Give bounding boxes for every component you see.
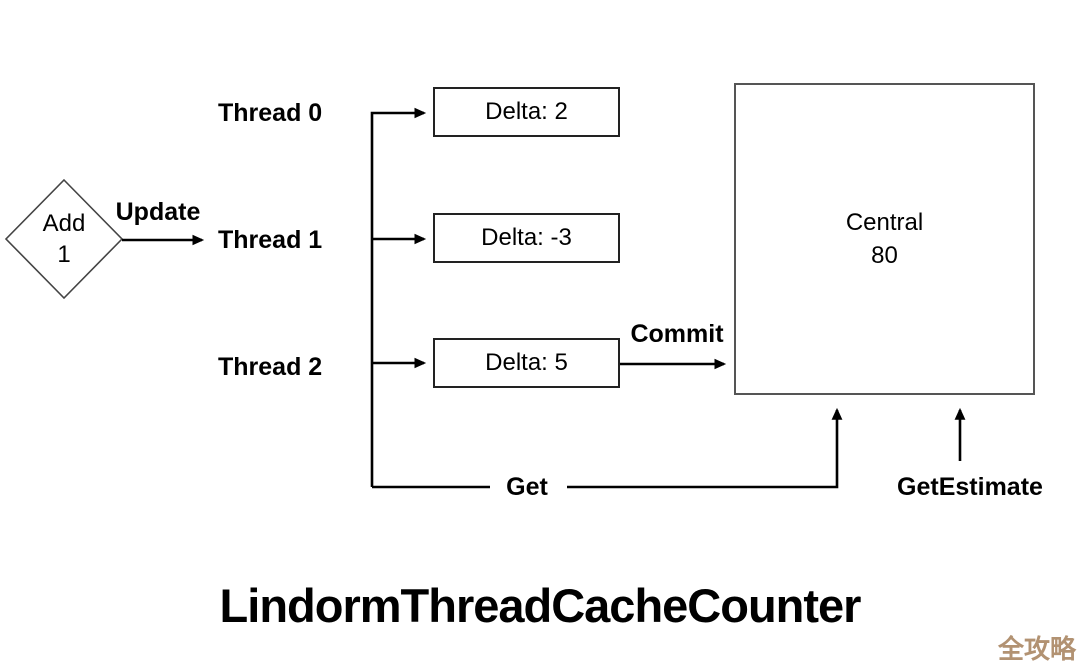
add-node-line1: Add: [42, 210, 86, 237]
central-value: 80: [871, 242, 898, 269]
add-node-line2: 1: [57, 241, 71, 268]
get-label: Get: [506, 473, 548, 501]
get-estimate-label: GetEstimate: [897, 473, 1043, 501]
delta-value-thread2: Delta: 5: [485, 349, 568, 376]
delta-box-thread2: Delta: 5: [433, 338, 620, 388]
delta-value-thread1: Delta: -3: [481, 224, 572, 251]
delta-value-thread0: Delta: 2: [485, 98, 568, 125]
delta-box-thread0: Delta: 2: [433, 87, 620, 137]
get-arrow: [567, 407, 843, 489]
diagram-title: LindormThreadCacheCounter: [219, 579, 862, 632]
add-node: Add 1: [22, 208, 106, 270]
commit-label: Commit: [630, 320, 724, 348]
add-diamond-shape: [4, 178, 124, 300]
central-label: Central: [845, 209, 924, 236]
central-box: Central 80: [734, 83, 1035, 395]
watermark-text: 全攻略: [997, 634, 1076, 664]
thread-2-label: Thread 2: [218, 353, 323, 381]
delta-box-thread1: Delta: -3: [433, 213, 620, 263]
thread-0-label: Thread 0: [218, 99, 323, 127]
thread-1-label: Thread 1: [218, 226, 323, 254]
trunk-line-thread0-arrow: [370, 107, 427, 487]
update-label: Update: [115, 198, 201, 226]
